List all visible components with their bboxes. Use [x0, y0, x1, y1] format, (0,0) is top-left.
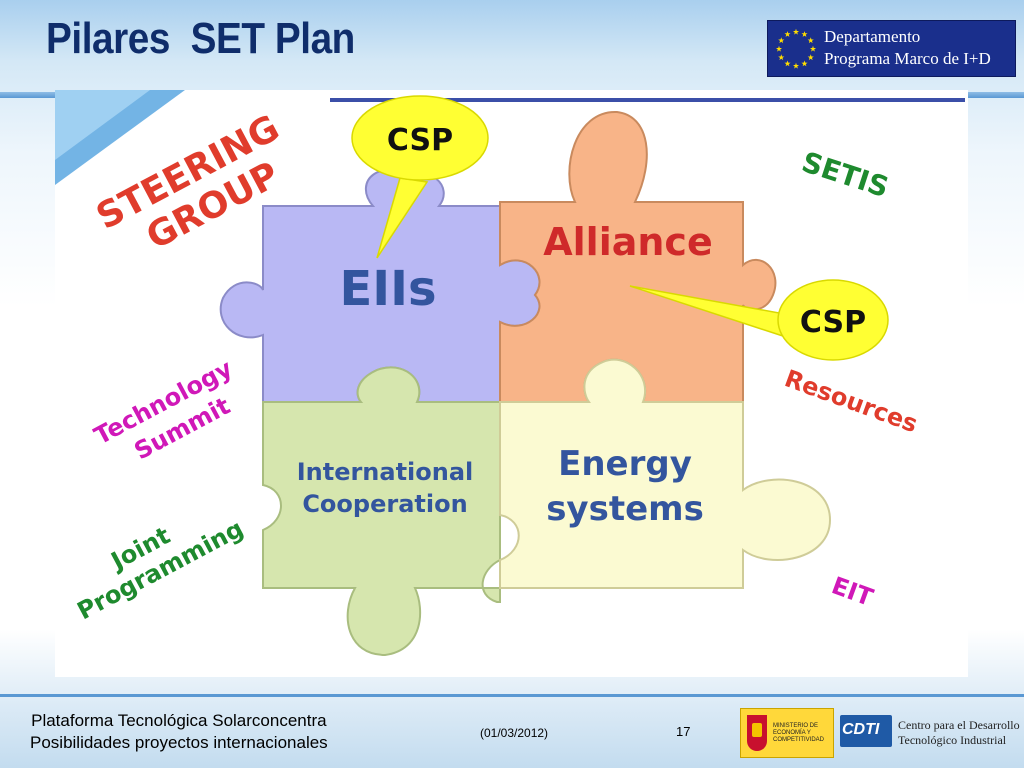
eu-stars-icon — [775, 28, 817, 69]
cdti-line1: Centro para el Desarrollo — [898, 718, 1020, 732]
footer-caption: Plataforma Tecnológica Solarconcentra Po… — [30, 710, 328, 754]
cdti-line2: Tecnológico Industrial — [898, 733, 1007, 747]
footer-date: (01/03/2012) — [480, 726, 549, 740]
puzzle-diagram: CSP CSP EIIs Alliance International Coop… — [55, 90, 968, 677]
ministry-logo: MINISTERIO DE ECONOMÍA Y COMPETITIVIDAD — [740, 708, 834, 758]
eu-star — [784, 60, 791, 67]
eu-star — [778, 37, 785, 44]
eu-star — [784, 31, 791, 37]
csp-callout-right-label: CSP — [800, 305, 866, 340]
cdti-name: Centro para el Desarrollo Tecnológico In… — [898, 718, 1020, 748]
eu-star — [775, 45, 783, 52]
corner-ribbon-inner — [55, 90, 150, 160]
cdti-logo: CDTI — [840, 715, 892, 747]
puzzle-piece-international — [262, 366, 501, 657]
puzzle-svg: CSP CSP EIIs Alliance International Coop… — [55, 90, 968, 677]
puzzle-piece-alliance — [499, 110, 777, 403]
eu-star — [801, 60, 808, 67]
eu-department-logo: Departamento Programa Marco de I+D — [767, 20, 1016, 77]
energy-label-line2: systems — [546, 489, 704, 529]
eu-star — [792, 62, 800, 69]
eiis-label: EIIs — [339, 261, 436, 317]
cdti-mark: CDTI — [842, 721, 880, 738]
footer-line1: Plataforma Tecnológica Solarconcentra — [31, 711, 327, 730]
csp-callout-top — [351, 95, 489, 181]
puzzle-piece-energy — [499, 358, 832, 589]
eu-star — [807, 54, 814, 61]
eu-star — [807, 37, 814, 44]
page-number: 17 — [676, 724, 691, 739]
eu-star — [801, 31, 808, 37]
coat-of-arms-icon — [747, 715, 767, 751]
ministry-name: MINISTERIO DE ECONOMÍA Y COMPETITIVIDAD — [773, 723, 825, 743]
footer-line2: Posibilidades proyectos internacionales — [30, 733, 328, 752]
top-ribbon-line — [330, 98, 965, 102]
energy-label-line1: Energy — [558, 444, 692, 484]
eu-star — [792, 28, 800, 35]
department-name: Departamento — [824, 27, 921, 46]
international-label-line2: Cooperation — [302, 490, 467, 518]
eu-star — [778, 54, 785, 61]
csp-callout-top-label: CSP — [387, 123, 453, 158]
eu-star — [809, 45, 817, 52]
slide-title: Pilares SET Plan — [46, 14, 355, 63]
program-name: Programa Marco de I+D — [824, 49, 991, 68]
international-label-line1: International — [297, 458, 474, 486]
csp-callout-right — [777, 279, 889, 361]
footer-divider — [0, 694, 1024, 697]
alliance-label: Alliance — [543, 220, 712, 264]
